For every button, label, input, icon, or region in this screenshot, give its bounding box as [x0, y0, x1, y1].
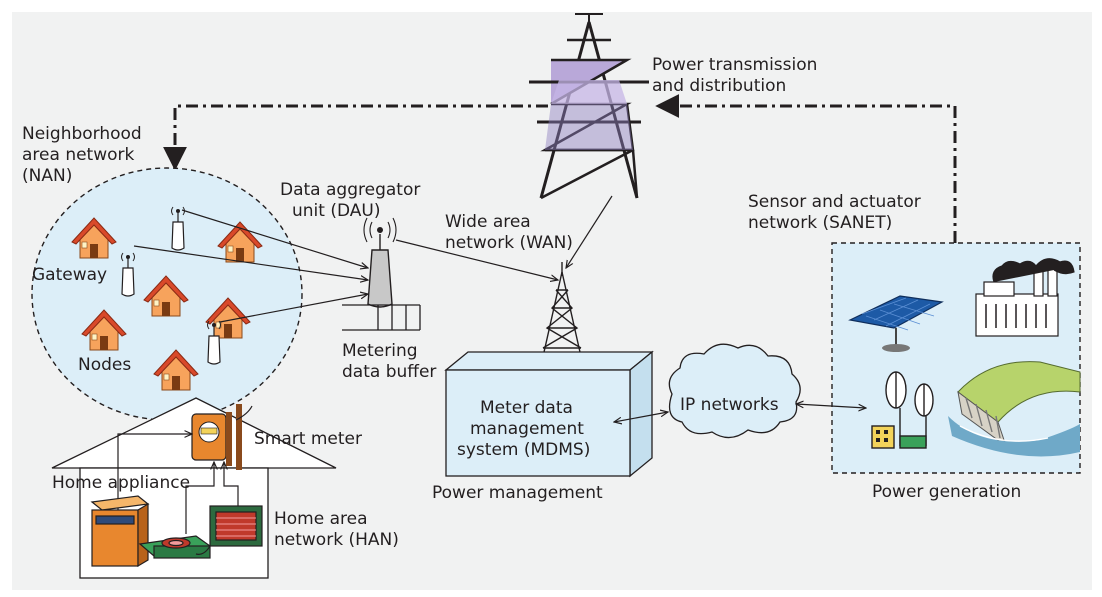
- power-td-label-2: and distribution: [652, 76, 786, 96]
- transmission-tower-icon: [529, 13, 649, 200]
- power-generation-label: Power generation: [872, 482, 1021, 502]
- power-management-label: Power management: [432, 483, 603, 503]
- wind-turbine-icon: [871, 371, 934, 449]
- nan-label-3: (NAN): [22, 166, 72, 186]
- dau-label-2: unit (DAU): [292, 201, 380, 221]
- sanet-label-2: network (SANET): [748, 213, 892, 233]
- power-td-label-1: Power transmission: [652, 55, 817, 75]
- tower-wan-link: [566, 195, 613, 268]
- heater-icon: [195, 505, 263, 555]
- smart-meter-label: Smart meter: [254, 429, 362, 449]
- washer-icon: [90, 495, 150, 568]
- ip-sanet-link: [796, 404, 866, 408]
- cloud-icon: [668, 343, 801, 439]
- mdms-label-1: Meter data: [480, 398, 573, 418]
- metering-label-2: data buffer: [342, 362, 436, 382]
- nodes-label: Nodes: [78, 355, 131, 375]
- gateway-label: Gateway: [32, 265, 107, 285]
- mdms-ip-link: [614, 412, 668, 422]
- mdms-box: [444, 350, 654, 478]
- data-aggregator-icon: [363, 217, 397, 308]
- metering-buffer-icon: [342, 304, 421, 331]
- factory-icon: [975, 258, 1075, 337]
- nan-label-1: Neighborhood: [22, 124, 142, 144]
- mdms-label-3: system (MDMS): [457, 440, 590, 460]
- dam-icon: [948, 361, 1081, 457]
- dau-label-1: Data aggregator: [280, 180, 420, 200]
- wan-label-1: Wide area: [445, 212, 531, 232]
- sanet-label-1: Sensor and actuator: [748, 192, 921, 212]
- dau-wan-link: [395, 239, 558, 280]
- wan-label-2: network (WAN): [445, 233, 573, 253]
- han-label-1: Home area: [274, 509, 368, 529]
- han-label-2: network (HAN): [274, 530, 399, 550]
- power-flow-path: [655, 94, 957, 243]
- home-appliance-label: Home appliance: [52, 473, 190, 493]
- smart-meter-icon: [191, 404, 253, 470]
- mdms-label-2: management: [470, 419, 584, 439]
- han-links: [117, 434, 239, 534]
- nan-label-2: area network: [22, 145, 135, 165]
- ip-networks-label: IP networks: [680, 395, 779, 415]
- metering-label-1: Metering: [342, 341, 418, 361]
- solar-panel-icon: [848, 295, 944, 352]
- nan-links: [133, 209, 368, 323]
